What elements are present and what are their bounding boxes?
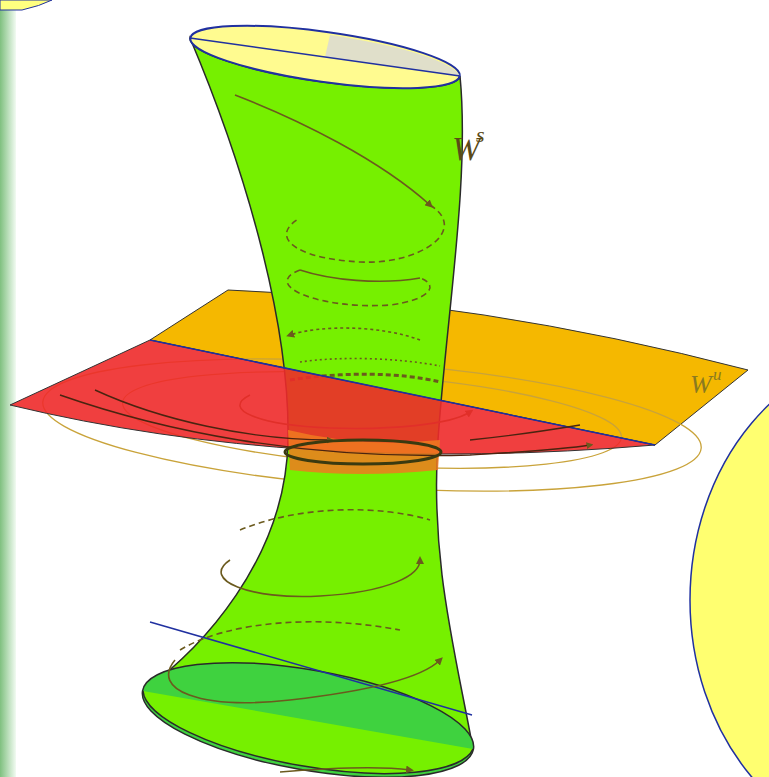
- unstable-front: [10, 340, 655, 454]
- manifold-letter: W: [690, 372, 712, 398]
- side-disc: [690, 350, 769, 777]
- manifold-index: s: [476, 124, 485, 146]
- frame-edge: [0, 0, 16, 777]
- corner-panel: [0, 0, 52, 10]
- manifold-index: u: [713, 366, 722, 383]
